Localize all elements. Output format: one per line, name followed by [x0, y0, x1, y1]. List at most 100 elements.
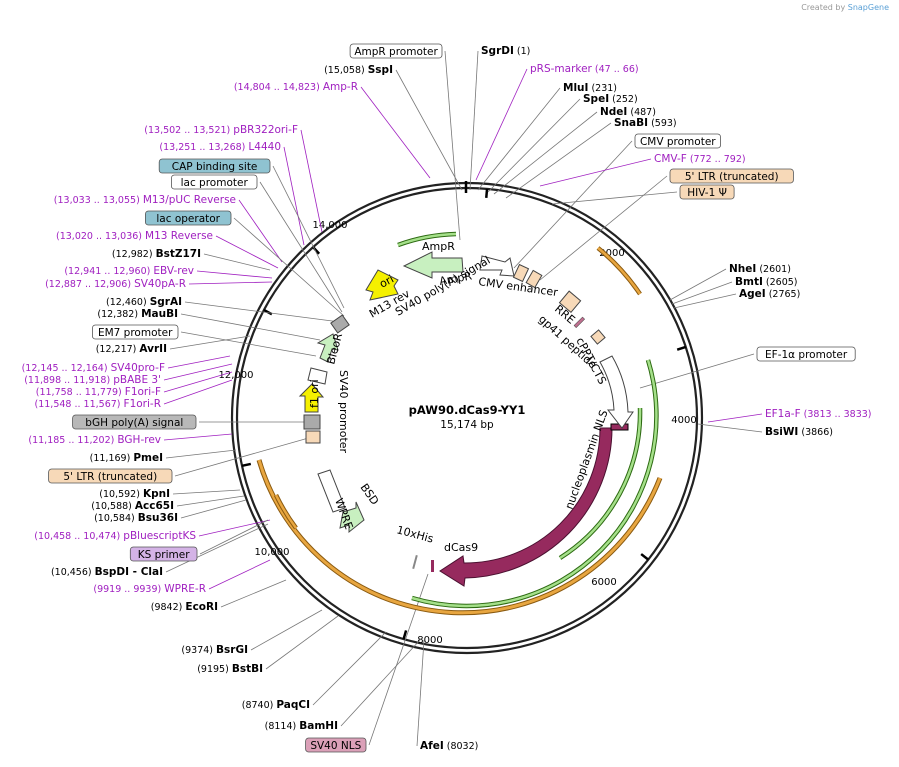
leader-line — [215, 235, 279, 269]
left-label-35: (8740) PaqCI — [242, 699, 310, 711]
right-label-14: EF1a-F (3813 .. 3833) — [765, 408, 872, 420]
left-label-8: lac operator — [144, 210, 232, 226]
tick-label: 8000 — [417, 635, 442, 646]
leader-line — [312, 631, 387, 706]
label-text: (10,588) Acc65I — [91, 500, 174, 512]
feature-label: BleoR — [324, 331, 345, 365]
leader-line — [250, 609, 323, 651]
right-label-11: BmtI (2605) — [735, 276, 798, 288]
label-text: (10,456) BspDI - ClaI — [51, 566, 163, 578]
label-box-text: EM7 promoter — [98, 327, 173, 339]
label-text: (8740) PaqCI — [242, 699, 310, 711]
leader-line — [180, 331, 317, 357]
right-label-7: CMV-F (772 .. 792) — [654, 153, 746, 165]
tick-mark — [640, 553, 650, 561]
tick-mark — [263, 308, 273, 316]
left-label-22: (11,185 .. 11,202) BGH-rev — [28, 434, 161, 446]
label-text: (10,458 .. 10,474) pBluescriptKS — [34, 530, 196, 542]
leader-line — [487, 98, 581, 193]
feature-label: 10xHis — [395, 523, 435, 545]
feature-label: AmpR — [422, 240, 455, 253]
leader-line — [493, 111, 598, 195]
label-text: SnaBI (593) — [614, 117, 677, 129]
left-label-29: KS primer — [129, 546, 198, 562]
ltr-box-left — [305, 430, 321, 444]
label-text: (11,169) PmeI — [90, 452, 163, 464]
label-box — [170, 174, 258, 190]
leader-line — [283, 146, 305, 246]
left-label-24: 5' LTR (truncated) — [48, 468, 173, 484]
leader-line — [469, 50, 479, 191]
outer-labels: AmpR promoter(15,058) SspI(14,804 .. 14,… — [22, 43, 872, 753]
label-text: (12,460) SgrAI — [106, 296, 182, 308]
label-box-text: KS primer — [138, 549, 190, 561]
tick-label: 14,000 — [313, 220, 348, 231]
ltr-box-top — [512, 263, 530, 283]
left-label-25: (10,592) KpnI — [99, 488, 170, 500]
left-label-23: (11,169) PmeI — [90, 452, 163, 464]
label-box — [48, 468, 173, 484]
label-text: (9919 .. 9939) WPRE-R — [93, 583, 206, 595]
leader-line — [368, 573, 429, 746]
leader-line — [475, 68, 528, 181]
plasmid-name: pAW90.dCas9-YY1 — [409, 403, 526, 417]
label-box-text: CAP binding site — [172, 161, 258, 173]
label-text: (9374) BsrGI — [181, 644, 248, 656]
leader-line — [551, 191, 678, 205]
plasmid-size: 15,174 bp — [440, 419, 494, 431]
leader-line — [203, 253, 271, 271]
right-label-8: 5' LTR (truncated) — [669, 168, 794, 184]
leader-line — [505, 122, 612, 199]
label-text: (11,758 .. 11,779) F1ori-F — [36, 386, 161, 398]
label-box — [669, 168, 794, 184]
wpre-arrow — [317, 469, 346, 513]
feature-label: ori — [377, 272, 396, 290]
leader-line — [513, 140, 633, 269]
label-box-text: EF-1α promoter — [765, 349, 848, 361]
gp41-mark — [573, 316, 586, 329]
label-box — [679, 184, 735, 200]
feature-label: AmpR — [438, 269, 473, 288]
left-label-15: EM7 promoter — [92, 324, 179, 340]
left-label-37: SV40 NLS — [305, 737, 367, 753]
leader-line — [176, 495, 245, 507]
leader-line — [163, 363, 233, 381]
leader-line — [184, 301, 341, 323]
leader-line — [196, 270, 273, 279]
label-box — [305, 737, 367, 753]
green-arc-right-fill — [411, 359, 658, 608]
label-text: BmtI (2605) — [735, 276, 798, 288]
leader-lines — [163, 50, 763, 747]
left-label-7: (13,033 .. 13,055) M13/pUC Reverse — [54, 194, 236, 206]
leader-line — [395, 69, 463, 191]
left-label-21: bGH poly(A) signal — [72, 414, 197, 430]
leader-line — [673, 293, 737, 309]
left-label-32: (9842) EcoRI — [151, 601, 218, 613]
leader-line — [180, 313, 321, 341]
leader-line — [272, 165, 345, 309]
leader-line — [169, 335, 251, 350]
left-label-34: (9195) BstBI — [197, 663, 263, 675]
leader-line — [172, 489, 241, 495]
green-arc-top-fill — [397, 232, 457, 247]
em7-arrow — [307, 367, 328, 385]
left-label-1: (15,058) SspI — [324, 64, 393, 76]
leader-line — [174, 436, 313, 477]
left-label-14: (12,382) MauBI — [97, 308, 178, 320]
leader-line — [300, 129, 323, 233]
his-tag-mark — [412, 554, 418, 570]
right-label-0: SgrDI (1) — [481, 45, 530, 57]
left-label-16: (12,217) AvrII — [96, 343, 167, 355]
left-label-2: (14,804 .. 14,823) Amp-R — [234, 81, 358, 93]
feature-label: f1 ori — [308, 379, 321, 408]
label-text: SgrDI (1) — [481, 45, 530, 57]
label-box-text: HIV-1 Ψ — [687, 187, 727, 199]
leader-line — [163, 371, 233, 393]
leader-line — [163, 379, 233, 405]
label-text: (12,887 .. 12,906) SV40pA-R — [45, 278, 186, 290]
label-text: (10,584) Bsu36I — [94, 512, 178, 524]
label-box-text: bGH poly(A) signal — [85, 417, 183, 429]
label-text: (9842) EcoRI — [151, 601, 218, 613]
left-label-6: lac promoter — [170, 174, 258, 190]
